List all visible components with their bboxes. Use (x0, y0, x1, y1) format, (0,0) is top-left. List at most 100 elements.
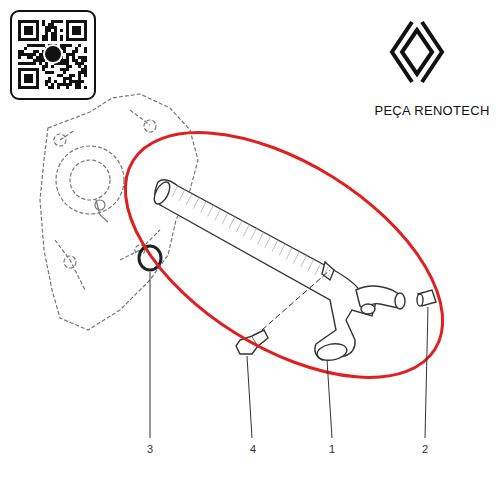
qr-module (36, 56, 39, 59)
rib-stroke (286, 247, 292, 259)
qr-module (72, 26, 81, 35)
qr-module (66, 56, 69, 59)
qr-module (78, 74, 81, 77)
callout-number: 1 (329, 444, 335, 455)
qr-module (72, 59, 75, 62)
qr-module (69, 65, 72, 68)
qr-module (18, 62, 21, 65)
qr-module (72, 56, 75, 59)
qr-module (63, 59, 66, 62)
whatsapp-icon (44, 45, 62, 63)
qr-module (18, 50, 21, 53)
callout-number: 3 (147, 444, 153, 455)
qr-module (24, 26, 33, 35)
qr-module (78, 56, 81, 59)
qr-module (63, 68, 66, 71)
rib-stroke (265, 236, 271, 248)
rib-stroke (258, 232, 264, 244)
qr-module (45, 35, 48, 38)
qr-module (51, 20, 54, 23)
qr-module (78, 86, 81, 89)
qr-module (72, 50, 75, 53)
qr-module (33, 50, 36, 53)
qr-module (66, 68, 69, 71)
qr-module (42, 65, 45, 68)
qr-module (63, 71, 66, 74)
qr-module (48, 86, 51, 89)
qr-module (69, 74, 72, 77)
qr-module (66, 86, 69, 89)
qr-module (21, 23, 36, 38)
qr-module (54, 20, 57, 23)
callout-number: 4 (250, 444, 256, 455)
rib-stroke (315, 263, 321, 275)
qr-module (84, 74, 87, 77)
qr-frame (11, 11, 95, 99)
qr-module (60, 29, 63, 32)
qr-module (78, 71, 81, 74)
qr-module (33, 62, 36, 65)
rib-stroke (208, 205, 214, 217)
callout-number: 2 (422, 444, 428, 455)
qr-module (54, 32, 57, 35)
qr-module (75, 83, 78, 86)
qr-module (42, 35, 45, 38)
qr-module (66, 53, 69, 56)
plug-cap (417, 290, 436, 306)
rib-stroke (172, 185, 178, 197)
qr-module (48, 80, 51, 83)
highlight-ellipse (84, 83, 483, 428)
rib-stroke (293, 251, 299, 263)
rib-stroke (301, 255, 307, 267)
qr-module (75, 47, 78, 50)
qr-module (57, 20, 60, 23)
qr-module (81, 62, 84, 65)
qr-module (84, 50, 87, 53)
qr-module (39, 53, 42, 56)
qr-module (60, 68, 63, 71)
rib-stroke (279, 244, 285, 256)
qr-module (81, 59, 84, 62)
rib-stroke (179, 189, 185, 201)
qr-module (75, 62, 78, 65)
qr-module (30, 56, 33, 59)
qr-module (21, 71, 36, 86)
qr-module (63, 77, 66, 80)
brand-text: PEÇA RENOTECH (374, 104, 489, 117)
pipe-ribs (172, 185, 328, 279)
qr-module (42, 44, 45, 47)
qr-module (48, 29, 51, 32)
qr-module (36, 59, 39, 62)
qr-module (57, 83, 60, 86)
rib-stroke (186, 193, 192, 205)
qr-module (51, 71, 54, 74)
rib-stroke (251, 228, 257, 240)
rib-stroke (308, 259, 314, 271)
qr-module (51, 35, 54, 38)
qr-module (27, 62, 30, 65)
qr-module (57, 86, 60, 89)
qr-module (18, 53, 21, 56)
qr-module (54, 80, 57, 83)
qr-module (39, 62, 42, 65)
qr-module (69, 80, 72, 83)
qr-module (24, 47, 27, 50)
qr-module (36, 50, 39, 53)
qr-module (78, 65, 81, 68)
qr-module (63, 50, 66, 53)
qr-module (51, 23, 54, 26)
qr-code (18, 20, 87, 89)
rib-stroke (201, 201, 207, 213)
qr-module (78, 77, 81, 80)
qr-module (45, 32, 48, 35)
rib-stroke (193, 197, 199, 209)
qr-module (84, 68, 87, 71)
qr-module (84, 47, 87, 50)
qr-module (30, 53, 33, 56)
qr-module (42, 68, 45, 71)
assembly-line (262, 270, 330, 330)
qr-module (69, 44, 72, 47)
qr-module (45, 71, 48, 74)
qr-module (66, 83, 69, 86)
